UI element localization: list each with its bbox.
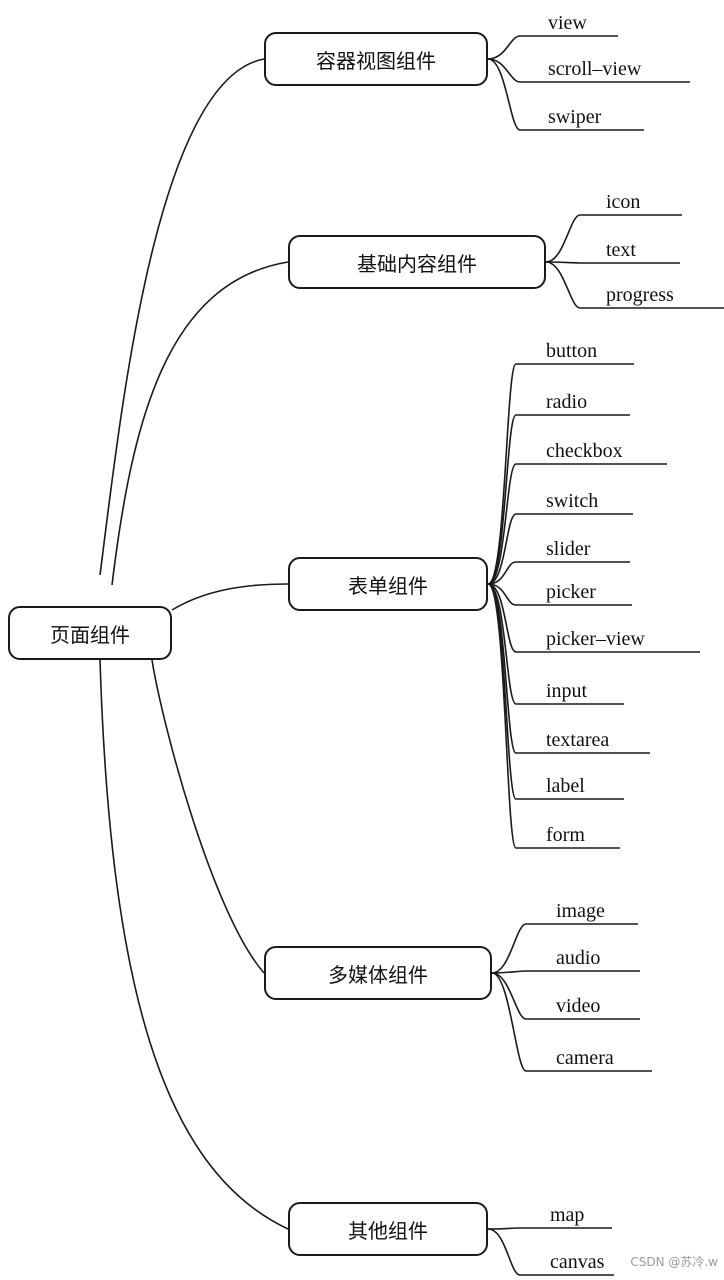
- leaf-label: input: [546, 680, 588, 702]
- category-container-view: 容器视图组件: [264, 32, 488, 86]
- connector-category-to-leaf: [487, 1227, 612, 1230]
- connector-category-to-leaf: [487, 363, 634, 585]
- connector-category-to-leaf: [487, 583, 632, 606]
- connector-category-to-leaf: [487, 58, 690, 83]
- connector-category-to-leaf: [487, 583, 620, 849]
- connector-category-to-leaf: [491, 970, 640, 974]
- connector-category-to-leaf: [487, 58, 644, 131]
- leaf-label: radio: [546, 391, 588, 413]
- connector-category-to-leaf: [545, 261, 680, 264]
- leaf-label: picker: [546, 581, 596, 603]
- connector-root-to-category: [171, 583, 289, 611]
- leaf-label: swiper: [548, 106, 602, 128]
- leaf-label: audio: [556, 947, 601, 969]
- connector-category-to-leaf: [487, 513, 633, 585]
- watermark: CSDN @苏冷.w: [630, 1255, 718, 1269]
- connector-root-to-category: [151, 659, 265, 974]
- leaf-label: slider: [546, 538, 591, 560]
- connector-category-to-leaf: [487, 463, 667, 585]
- leaf-label: progress: [606, 284, 674, 306]
- leaf-label: picker–view: [546, 628, 645, 650]
- leaf-label: switch: [546, 490, 599, 512]
- connector-category-to-leaf: [491, 972, 640, 1020]
- leaf-label: canvas: [550, 1251, 605, 1273]
- leaf-label: icon: [606, 191, 641, 213]
- connector-root-to-category: [99, 659, 289, 1230]
- leaf-label: view: [548, 12, 587, 34]
- category-media: 多媒体组件: [264, 946, 492, 1000]
- leaf-label: image: [556, 900, 605, 922]
- leaf-label: form: [546, 824, 585, 846]
- connector-category-to-leaf: [487, 414, 630, 585]
- connector-category-to-leaf: [491, 972, 652, 1072]
- leaf-label: camera: [556, 1047, 614, 1069]
- connector-category-to-leaf: [491, 923, 638, 974]
- leaf-label: scroll–view: [548, 58, 642, 80]
- connector-root-to-category: [99, 58, 265, 576]
- connector-category-to-leaf: [487, 1228, 614, 1276]
- root-node: 页面组件: [8, 606, 172, 660]
- connector-category-to-leaf: [487, 583, 650, 754]
- connector-category-to-leaf: [487, 561, 630, 585]
- connector-category-to-leaf: [487, 35, 618, 60]
- leaf-label: checkbox: [546, 440, 623, 462]
- leaf-label: text: [606, 239, 636, 261]
- leaf-label: map: [550, 1204, 585, 1226]
- leaf-label: video: [556, 995, 601, 1017]
- connector-category-to-leaf: [487, 583, 700, 653]
- leaf-label: textarea: [546, 729, 610, 751]
- leaf-label: button: [546, 340, 598, 362]
- leaf-label: label: [546, 775, 585, 797]
- category-other: 其他组件: [288, 1202, 488, 1256]
- category-form: 表单组件: [288, 557, 488, 611]
- connector-root-to-category: [111, 261, 289, 586]
- category-basic-content: 基础内容组件: [288, 235, 546, 289]
- connector-category-to-leaf: [545, 261, 724, 309]
- connector-category-to-leaf: [545, 214, 682, 263]
